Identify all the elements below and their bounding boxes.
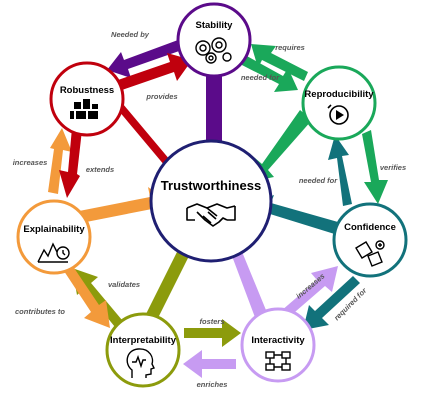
- arrow-confidence-to-center: [250, 195, 345, 236]
- replay-icon: [327, 104, 349, 125]
- label-extends: extends: [86, 165, 114, 174]
- label-provides: provides: [145, 92, 177, 101]
- arrow-needed-for-top: [240, 55, 298, 92]
- arrow-validates: [72, 268, 122, 327]
- explainability-label: Explainability: [23, 224, 85, 235]
- confidence-node: Confidence: [332, 202, 408, 278]
- blocks-icon: [70, 99, 98, 119]
- flowchart-icon: [265, 351, 291, 371]
- confidence-label: Confidence: [344, 222, 396, 233]
- arrow-robustness-to-center: [111, 104, 183, 178]
- arrow-explainability-to-center: [74, 187, 170, 224]
- interactivity-label: Interactivity: [251, 335, 305, 346]
- arrow-required-for: [303, 276, 360, 330]
- arrow-enriches: [183, 350, 236, 378]
- handshake-icon: [186, 203, 236, 227]
- arrow-extends: [59, 128, 82, 198]
- arrow-contributes-to: [58, 256, 110, 328]
- gears-icon: [195, 37, 232, 64]
- arrow-increases-bottom: [281, 266, 338, 318]
- stability-node: Stability: [176, 2, 252, 78]
- reproducibility-node: Reproducibility: [301, 65, 377, 141]
- label-contributes-to: contributes to: [15, 307, 65, 316]
- label-increases-left: increases: [13, 158, 48, 167]
- arrow-needed-for-right: [328, 135, 352, 206]
- arrow-stability-to-center: [196, 74, 232, 164]
- label-verifies: verifies: [380, 163, 406, 172]
- center-title: Trustworthiness: [161, 178, 261, 193]
- arrow-reproducibility-to-center: [249, 110, 312, 182]
- arrow-provides: [118, 53, 192, 90]
- robustness-label: Robustness: [60, 85, 114, 96]
- label-needed-for-top: needed for: [241, 73, 280, 82]
- puzzle-icon: [355, 240, 385, 267]
- interpretability-node: Interpretability: [105, 312, 181, 388]
- arrow-fosters: [184, 319, 241, 347]
- arrow-increases-left: [48, 128, 72, 194]
- explainability-node: Explainability: [16, 199, 92, 275]
- label-requires: requires: [275, 43, 305, 52]
- label-fosters: fosters: [199, 317, 224, 326]
- arrow-requires: [251, 44, 308, 81]
- label-enriches: enriches: [197, 380, 228, 389]
- label-needed-by: Needed by: [111, 30, 150, 39]
- label-validates: validates: [108, 280, 140, 289]
- stability-label: Stability: [196, 20, 234, 31]
- interpretability-label: Interpretability: [110, 335, 177, 346]
- interactivity-node: Interactivity: [240, 307, 316, 383]
- reproducibility-label: Reproducibility: [304, 89, 374, 100]
- label-needed-for-right: needed for: [299, 176, 338, 185]
- arrow-needed-by: [107, 40, 182, 78]
- head-pulse-icon: [126, 348, 155, 378]
- stopwatch-chart-icon: [37, 242, 70, 263]
- trustworthiness-node: Trustworthiness: [149, 139, 273, 263]
- arrow-verifies: [362, 130, 388, 204]
- robustness-node: Robustness: [49, 61, 125, 137]
